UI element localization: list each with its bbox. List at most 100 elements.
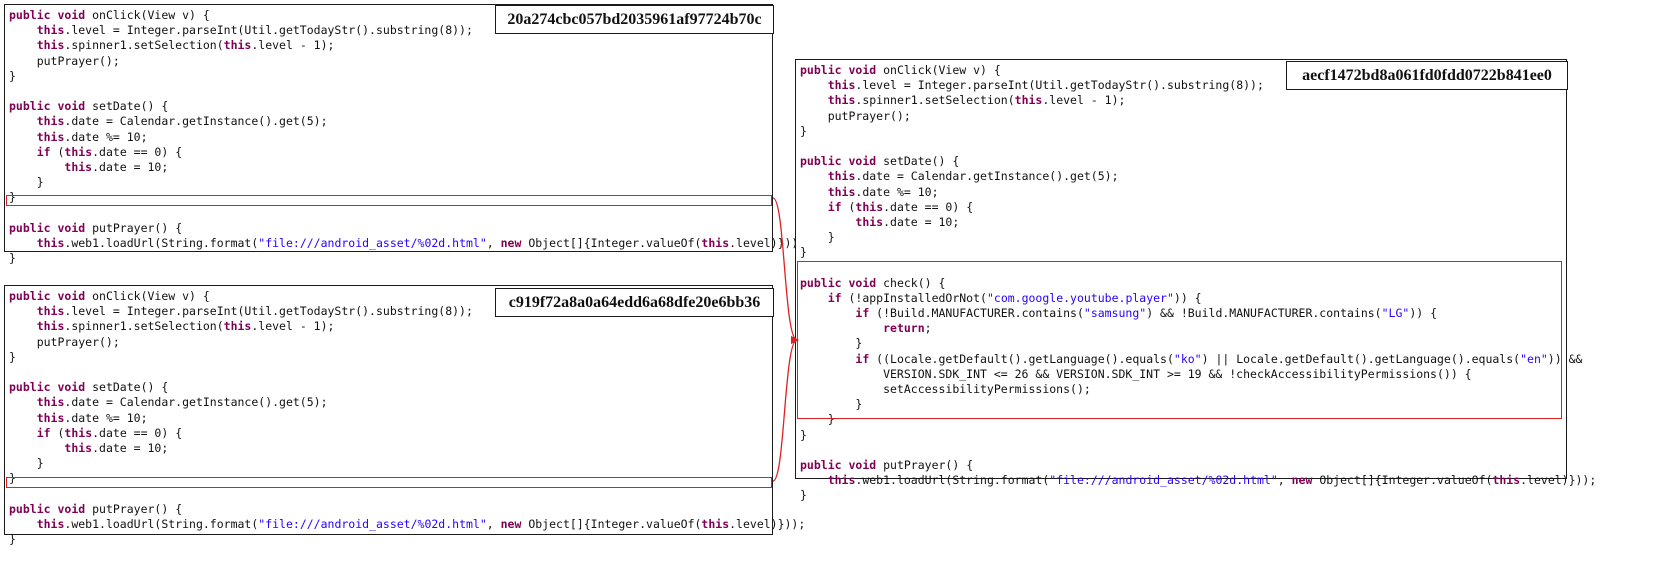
hash-label: c919f72a8a0a64edd6a68dfe20e6bb36 [495, 288, 774, 317]
keyword-token: public [800, 63, 842, 77]
code-line: if (!appInstalledOrNot("com.google.youtu… [827, 290, 1202, 305]
arrow-top-to-right [772, 197, 799, 344]
code-line: this.date = Calendar.getInstance().get(5… [827, 169, 1119, 184]
keyword-token: void [57, 289, 86, 303]
keyword-token: this [36, 395, 65, 410]
keyword-token: this [36, 38, 65, 53]
keyword-token: this [36, 23, 65, 38]
string-literal: "file:///android_asset/%02d.html" [258, 516, 487, 531]
keyword-token: void [57, 501, 86, 516]
keyword-token: this [701, 235, 730, 250]
code-line: setAccessibilityPermissions(); [800, 381, 1091, 396]
keyword-token: this [36, 516, 65, 531]
code-line: if ((Locale.getDefault().getLanguage().e… [855, 351, 1583, 366]
code-line: this.date = 10; [64, 159, 169, 174]
keyword-token: this [36, 129, 65, 144]
code-line: } [9, 68, 16, 83]
code-line: this.level = Integer.parseInt(Util.getTo… [36, 23, 473, 38]
code-line: } [800, 230, 835, 245]
code-line: return; [883, 321, 932, 336]
keyword-token: this [36, 410, 65, 425]
code-line: this.date %= 10; [36, 129, 148, 144]
code-block: public void onClick(View v) { this.level… [800, 63, 1596, 503]
keyword-token: if [36, 144, 51, 159]
code-line: public void putPrayer() { [800, 457, 974, 472]
keyword-token: this [223, 38, 252, 53]
string-literal: "en" [1520, 351, 1548, 366]
keyword-token: if [827, 199, 842, 214]
code-line: } [9, 251, 16, 265]
string-literal: "samsung" [1083, 306, 1147, 320]
code-line: if (this.date == 0) { [36, 144, 183, 159]
keyword-token: this [64, 144, 93, 159]
keyword-token: this [827, 473, 856, 488]
keyword-token: public [9, 220, 51, 235]
keyword-token: public [9, 501, 51, 516]
keyword-token: this [1492, 473, 1521, 488]
code-line: this.date = 10; [64, 440, 169, 455]
code-line: this.date = 10; [855, 214, 960, 229]
string-literal: "ko" [1173, 351, 1202, 366]
code-block: public void onClick(View v) { this.level… [9, 289, 805, 547]
code-line: } [800, 427, 807, 442]
keyword-token: if [827, 290, 842, 305]
keyword-token: this [827, 169, 856, 184]
code-line: this.date %= 10; [827, 184, 939, 199]
code-line: } [9, 349, 16, 364]
keyword-token: this [36, 235, 65, 250]
string-literal: "com.google.youtube.player" [986, 290, 1174, 305]
keyword-token: this [64, 440, 93, 455]
code-line: public void putPrayer() { [9, 501, 183, 516]
code-line: } [800, 412, 835, 427]
code-line: this.spinner1.setSelection(this.level - … [827, 93, 1126, 108]
code-line: this.spinner1.setSelection(this.level - … [36, 38, 335, 53]
keyword-token: this [223, 319, 252, 334]
code-block: public void onClick(View v) { this.level… [9, 8, 805, 266]
keyword-token: this [64, 425, 93, 440]
keyword-token: if [36, 425, 51, 440]
string-literal: "file:///android_asset/%02d.html" [258, 235, 487, 250]
code-line: } [9, 190, 16, 205]
code-line: public void setDate() { [9, 99, 169, 114]
keyword-token: this [855, 199, 884, 214]
code-line: public void setDate() { [800, 154, 960, 169]
code-line: public void check() { [800, 275, 946, 290]
keyword-token: if [855, 351, 870, 366]
keyword-token: void [848, 457, 877, 472]
code-line: this.date = Calendar.getInstance().get(5… [36, 395, 328, 410]
keyword-token: new [500, 516, 522, 531]
hash-label: 20a274cbc057bd2035961af97724b70c [495, 5, 774, 34]
keyword-token: public [9, 8, 51, 22]
keyword-token: public [800, 154, 842, 169]
keyword-token: if [855, 306, 870, 320]
keyword-token: this [701, 516, 730, 531]
keyword-token: this [36, 114, 65, 129]
code-line: if (this.date == 0) { [827, 199, 974, 214]
code-line: } [9, 532, 16, 546]
code-line: public void putPrayer() { [9, 220, 183, 235]
keyword-token: this [36, 304, 65, 319]
keyword-token: void [57, 8, 86, 22]
code-line: } [800, 336, 863, 351]
code-line: this.level = Integer.parseInt(Util.getTo… [827, 78, 1264, 93]
code-line: } [800, 123, 807, 138]
keyword-token: this [36, 319, 65, 334]
keyword-token: public [9, 380, 51, 395]
code-line: } [800, 245, 807, 260]
keyword-token: this [827, 93, 856, 108]
code-line: this.date = Calendar.getInstance().get(5… [36, 114, 328, 129]
code-line: public void setDate() { [9, 380, 169, 395]
code-line: } [9, 175, 44, 190]
keyword-token: public [9, 289, 51, 303]
code-line: } [9, 456, 44, 471]
code-line: this.level = Integer.parseInt(Util.getTo… [36, 304, 473, 319]
code-line: this.date %= 10; [36, 410, 148, 425]
insertion-point-highlight [6, 195, 772, 206]
keyword-token: void [848, 275, 877, 290]
code-line: if (this.date == 0) { [36, 425, 183, 440]
code-line: public void onClick(View v) { [9, 289, 210, 303]
string-literal: "file:///android_asset/%02d.html" [1049, 473, 1278, 488]
keyword-token: this [827, 78, 856, 93]
code-line: putPrayer(); [9, 53, 120, 68]
keyword-token: void [57, 380, 86, 395]
